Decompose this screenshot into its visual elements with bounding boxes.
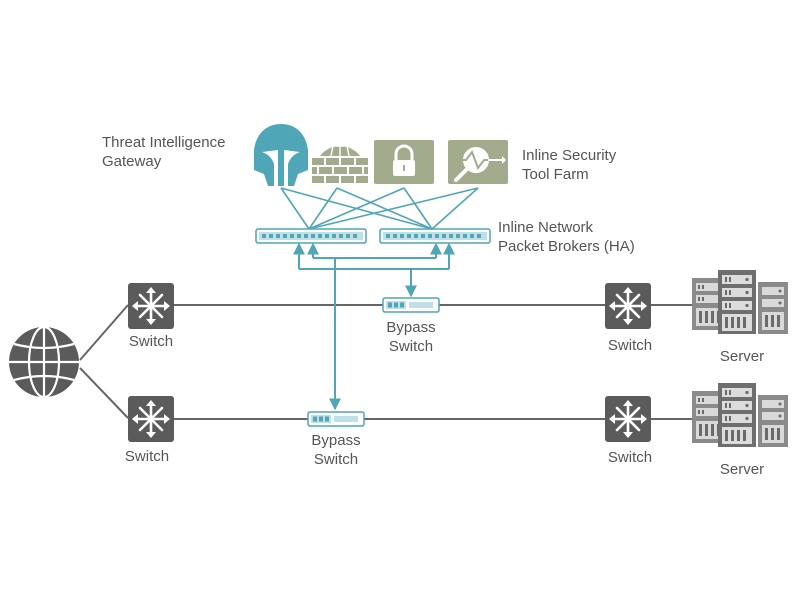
tool-link-helmet-right bbox=[280, 187, 433, 230]
switch-lower-left-icon bbox=[126, 394, 176, 444]
bypass-lower-label: Bypass Switch bbox=[296, 431, 376, 469]
bypass-lower-line1: Bypass bbox=[311, 432, 361, 449]
switch-upper-right-label: Switch bbox=[607, 337, 653, 354]
bypass-switch-lower-icon bbox=[307, 411, 365, 427]
tool-link-mag-left bbox=[308, 187, 479, 230]
server-lower-icon bbox=[692, 383, 788, 447]
threat-gateway-line2: Gateway bbox=[102, 153, 162, 170]
packet-broker-left-icon bbox=[255, 228, 367, 244]
switch-lower-left-label: Switch bbox=[124, 448, 170, 465]
link-globe-upper-switch bbox=[79, 304, 129, 361]
security-farm-line1: Inline Security bbox=[522, 147, 617, 164]
tool-links bbox=[280, 187, 479, 230]
tool-link-lock-right bbox=[403, 187, 433, 230]
tool-link-helmet-left bbox=[280, 187, 310, 230]
tool-link-mag-right bbox=[431, 187, 479, 230]
tool-link-firewall-right bbox=[336, 187, 433, 230]
bypass-links bbox=[293, 242, 455, 411]
packet-brokers-line2: Packet Brokers (HA) bbox=[498, 238, 635, 255]
tool-link-firewall-left bbox=[308, 187, 338, 230]
packet-brokers-line1: Inline Network bbox=[498, 219, 594, 236]
threat-gateway-label: Threat Intelligence Gateway bbox=[102, 133, 225, 171]
globe-icon bbox=[9, 325, 79, 399]
switch-upper-left-label: Switch bbox=[128, 333, 174, 350]
security-farm-label: Inline Security Tool Farm bbox=[522, 146, 616, 184]
bypass-upper-line1: Bypass bbox=[386, 319, 436, 336]
security-farm-line2: Tool Farm bbox=[522, 166, 589, 183]
magnifier-icon bbox=[448, 140, 508, 184]
switch-lower-right-label: Switch bbox=[607, 449, 653, 466]
bypass-switch-upper-icon bbox=[382, 297, 440, 313]
switch-lower-right-icon bbox=[603, 394, 653, 444]
server-upper-label: Server bbox=[719, 348, 765, 365]
server-lower-label: Server bbox=[719, 461, 765, 478]
spartan-helmet-icon bbox=[254, 124, 308, 186]
bypass-lower-line2: Switch bbox=[313, 451, 359, 468]
threat-gateway-line1: Threat Intelligence bbox=[102, 134, 226, 151]
switch-upper-left-icon bbox=[126, 281, 176, 331]
packet-broker-right-icon bbox=[379, 228, 491, 244]
switch-upper-right-icon bbox=[603, 281, 653, 331]
bypass-upper-label: Bypass Switch bbox=[371, 318, 451, 356]
link-globe-lower-switch bbox=[79, 367, 129, 419]
packet-brokers-label: Inline Network Packet Brokers (HA) bbox=[498, 218, 635, 256]
server-upper-icon bbox=[692, 270, 788, 334]
firewall-globe-icon bbox=[312, 131, 368, 183]
lock-icon bbox=[374, 140, 434, 184]
bypass-upper-line2: Switch bbox=[388, 338, 434, 355]
